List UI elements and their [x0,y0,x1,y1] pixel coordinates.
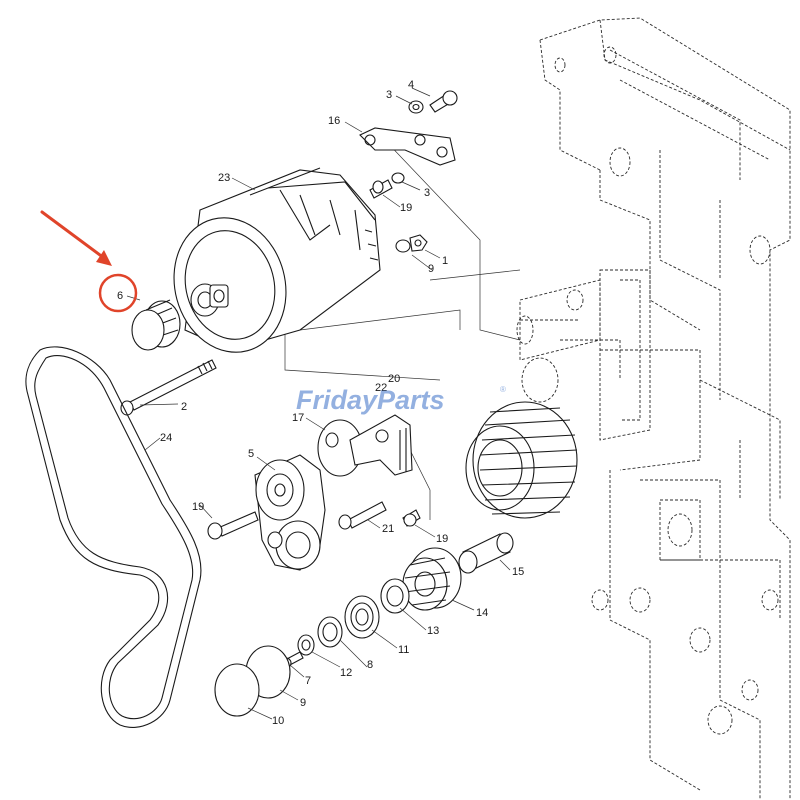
callout-24: 24 [160,432,172,444]
callout-19c: 19 [436,533,448,545]
callout-20: 20 [388,373,400,385]
washer-12 [297,634,315,656]
bracket-16 [359,127,456,166]
bolt-4 [429,90,458,113]
callout-21: 21 [382,523,394,535]
nut-1 [395,234,428,253]
washer-3 [408,100,424,114]
bracket-17 [317,414,413,477]
callout-6: 6 [117,290,123,302]
callout-13: 13 [427,625,439,637]
callout-10: 10 [272,715,284,727]
callout-15: 15 [512,566,524,578]
callout-9b: 9 [428,263,434,275]
callout-labels: 1 2 3 3 4 5 6 7 8 9 9 10 11 12 13 14 15 … [117,79,524,727]
engine-block [516,17,791,800]
watermark-text: FridayParts [296,385,445,415]
callout-12: 12 [340,667,352,679]
bolt-2 [120,359,217,416]
bolt-19-left [207,511,259,540]
snap-ring-8 [317,616,343,648]
callout-19b: 19 [192,501,204,513]
pulley-6 [131,299,181,351]
callout-11: 11 [398,644,409,656]
callout-8: 8 [367,659,373,671]
serpentine-belt-24 [25,346,202,728]
red-circle-icon [98,273,138,313]
bolt-21 [338,501,387,530]
callout-leaders [126,87,511,720]
callout-1: 1 [442,255,448,267]
watermark-trademark: ® [500,385,506,394]
callout-2: 2 [181,401,187,413]
pulley-14 [402,547,462,611]
red-arrow-icon [40,210,112,266]
callout-7: 7 [305,675,311,687]
bolt-19-upper [369,172,405,199]
shaft-15 [458,532,514,574]
callout-22: 22 [375,382,387,394]
bearing-13 [380,578,410,614]
tensioner-5 [254,454,326,571]
callout-19a: 19 [400,202,412,214]
bearing-11 [344,595,380,639]
callout-5: 5 [248,448,254,460]
alternator [173,167,381,353]
callout-16: 16 [328,115,340,127]
bolt-19-mid [402,509,421,527]
callout-23: 23 [218,172,230,184]
crank-pulley [465,401,578,519]
cap-10 [214,663,260,717]
callout-4: 4 [408,79,414,91]
callout-14: 14 [476,607,488,619]
callout-17: 17 [292,412,304,424]
callout-3: 3 [386,89,392,101]
brand-watermark: FridayParts ® [296,385,506,415]
callout-3b: 3 [424,187,430,199]
callout-9: 9 [300,697,306,709]
